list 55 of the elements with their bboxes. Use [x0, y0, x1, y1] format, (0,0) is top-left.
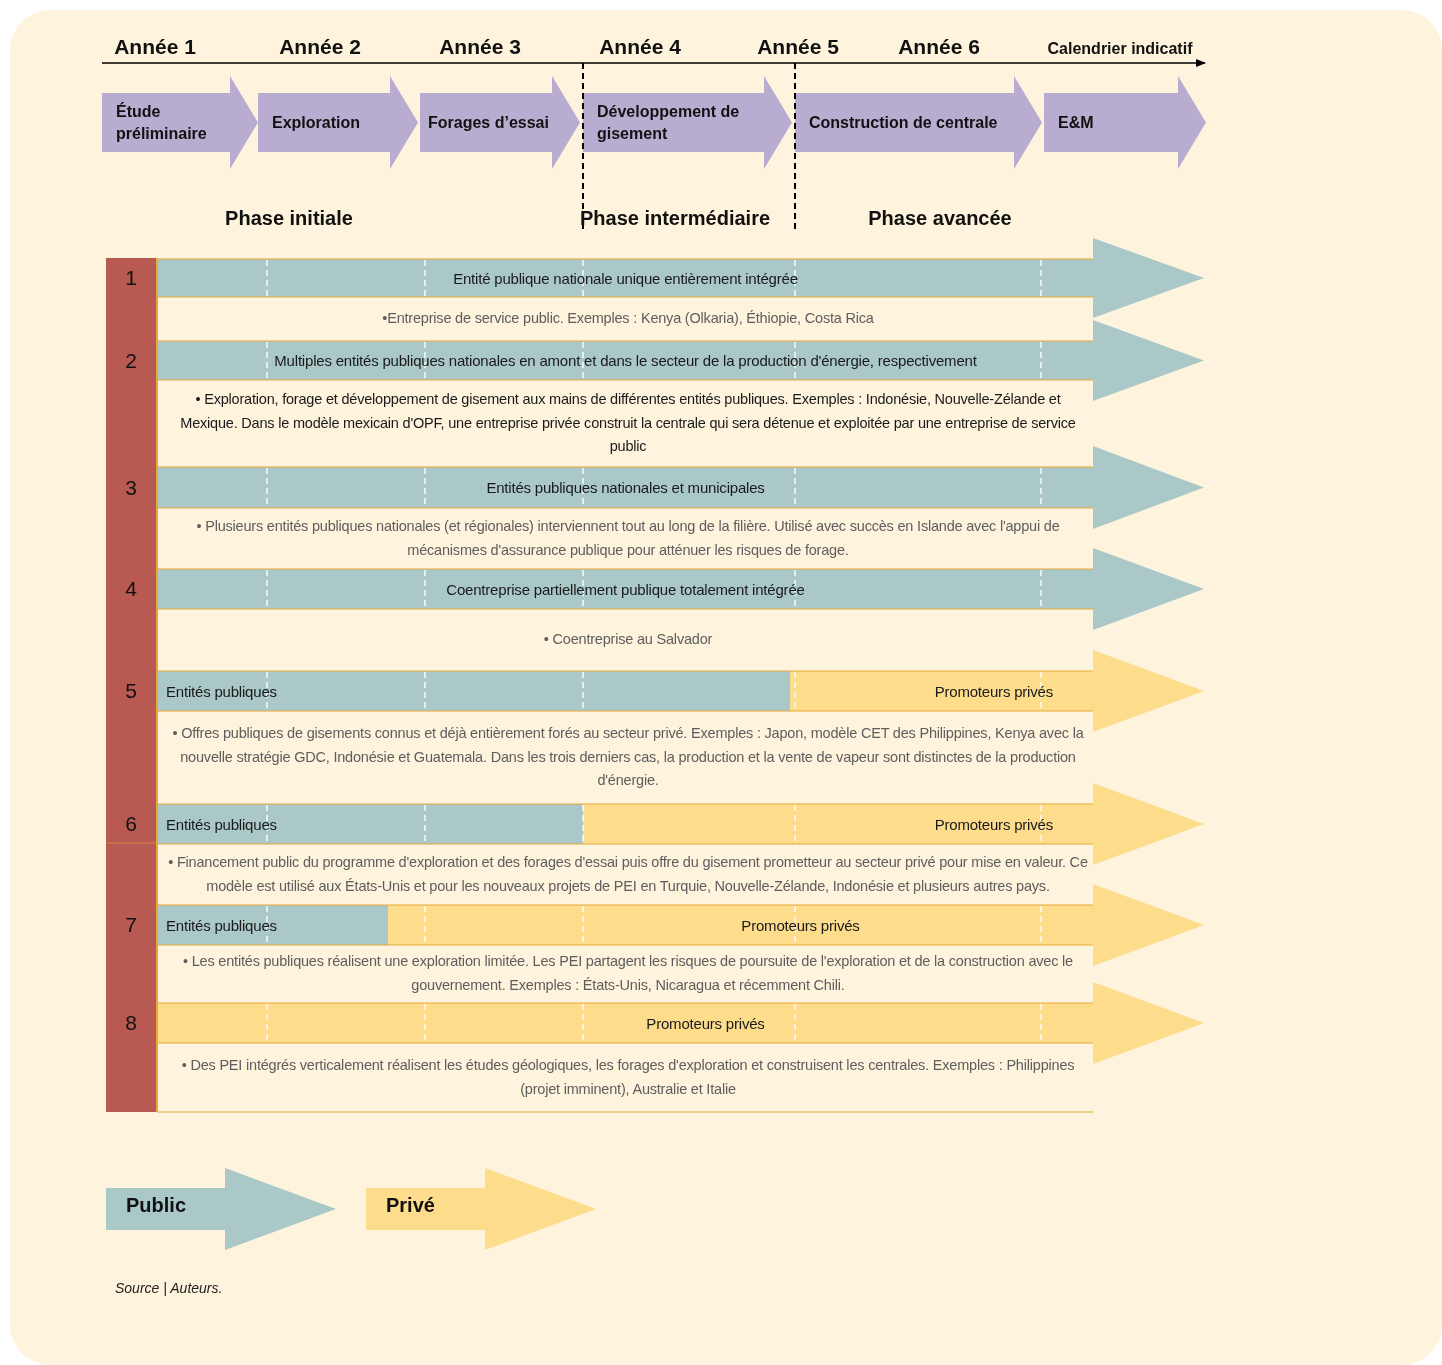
description-text: • Plusieurs entités publiques nationales (et régionales) interviennent tout au long de la filière. Utilisé avec succès en Islande avec l'appui de mécanismes d'assurance publique pour atténuer les risques de forage. — [195, 516, 1061, 560]
legend-label: Public — [126, 1194, 186, 1217]
bar-label: Entité publique nationale unique entièrement intégrée — [453, 269, 798, 287]
stage-label: Développement de gisement — [597, 101, 741, 144]
stage-label: E&M — [1058, 112, 1094, 133]
row-number: 5 — [125, 679, 137, 703]
process-step — [1044, 76, 1206, 169]
bar-segment — [158, 804, 583, 844]
process-step — [258, 76, 418, 169]
process-step — [420, 76, 580, 169]
stage-label: Construction de centrale — [809, 112, 998, 133]
year-label: Année 4 — [599, 35, 681, 59]
bar-label: Promoteurs privés — [934, 815, 1053, 833]
row-number: 1 — [125, 266, 137, 290]
description-text: • Coentreprise au Salvador — [543, 630, 713, 650]
description-text: • Exploration, forage et développement de gisement aux mains de différentes entités publiques. Exemples : Indonésie, Nouvelle-Zélande et Mexique. Dans le modèle mexicain d'OPF, une entreprise privée construit la centrale qui sera détenue et exploitée par une entreprise de service public — [179, 389, 1077, 457]
description-text: • Financement public du programme d'exploration et des forages d'essai puis offre du gisement prometteur au secteur privé pour mise en valeur. Ce modèle est utilisé aux États-Unis et pour les nouveaux projets de PEI en Turquie, Nouvelle-Zélande, Indonésie et plusieurs autres pays. — [168, 852, 1088, 896]
stage-label: Forages d’essai — [428, 112, 549, 133]
bar-label: Entités publiques — [166, 815, 277, 833]
bar-label: Promoteurs privés — [646, 1014, 765, 1032]
description-text: • Les entités publiques réalisent une exploration limitée. Les PEI partagent les risques de poursuite de l'exploration et de la construction avec le gouvernement. Exemples : États-Unis, Nicaragua et récemment Chili. — [182, 952, 1074, 995]
description-text: • Des PEI intégrés verticalement réalisent les études géologiques, les forages d'exploration et construisent les centrales. Exemples : Philippines (projet imminent), Australie et Italie — [180, 1055, 1076, 1099]
caption: Source | Auteurs. — [115, 1280, 223, 1296]
process-step — [102, 76, 258, 169]
phase-label: Phase initiale — [225, 206, 353, 230]
row-number: 3 — [125, 475, 137, 500]
row-number: 2 — [125, 348, 137, 373]
stage-label: Exploration — [272, 112, 360, 133]
bar-label: Entités publiques — [166, 916, 277, 934]
year-label: Année 3 — [439, 35, 521, 59]
year-label: Année 6 — [898, 35, 980, 59]
phase-label: Phase avancée — [868, 206, 1012, 230]
timeline-label: Calendrier indicatif — [1047, 40, 1193, 58]
bar-label: Multiples entités publiques nationales en amont et dans le secteur de la production d'énergie, respectivement — [274, 352, 977, 369]
year-label: Année 2 — [279, 35, 361, 59]
bar-label: Promoteurs privés — [741, 916, 860, 934]
legend-label: Privé — [386, 1194, 435, 1217]
row-number: 7 — [125, 913, 137, 937]
bar-segment — [158, 905, 388, 945]
year-label: Année 5 — [757, 35, 839, 59]
row-number: 6 — [125, 812, 137, 836]
description-text: •Entreprise de service public. Exemples : Kenya (Olkaria), Éthiopie, Costa Rica — [382, 309, 874, 329]
description-text: • Offres publiques de gisements connus et déjà entièrement forés au secteur privé. Exemples : Japon, modèle CET des Philippines, Kenya avec la nouvelle stratégie GDC, Indonésie et Guatemala. Dans les trois derniers cas, la production et la vente de vapeur sont distinctes de la production d'énergie. — [171, 723, 1085, 791]
phase-label: Phase intermédiaire — [579, 206, 771, 230]
bar-segment — [158, 671, 790, 711]
bar-label: Entités publiques nationales et municipales — [486, 479, 765, 496]
process-step — [795, 76, 1042, 169]
process-step — [583, 76, 792, 169]
stage-label: Étude préliminaire — [116, 101, 207, 144]
year-label: Année 1 — [114, 35, 196, 59]
row-number: 8 — [125, 1011, 137, 1035]
bar-label: Promoteurs privés — [934, 682, 1053, 700]
bar-label: Coentreprise partiellement publique totalement intégrée — [446, 580, 805, 598]
row-number: 4 — [125, 577, 137, 601]
bar-label: Entités publiques — [166, 682, 277, 700]
